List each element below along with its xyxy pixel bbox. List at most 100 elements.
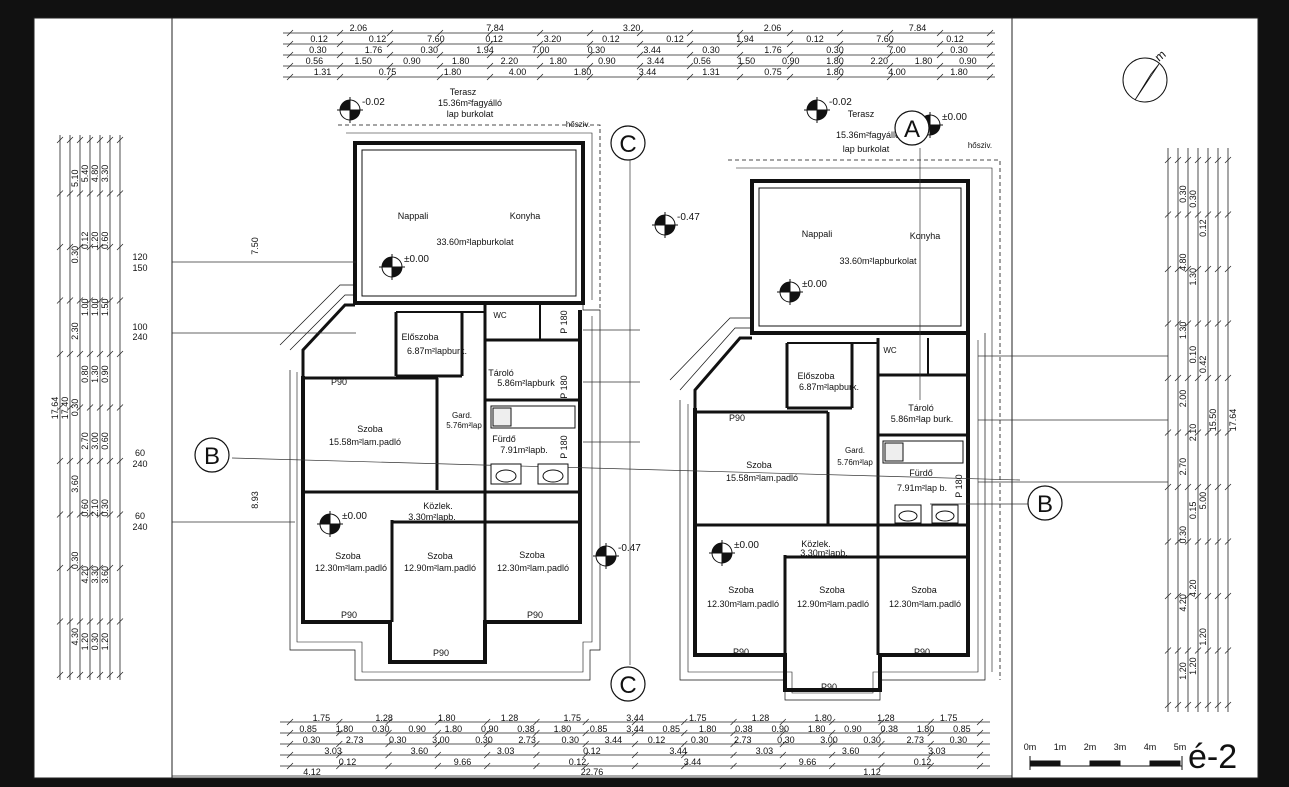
dimension-tick bbox=[56, 511, 64, 518]
opening-label: P 180 bbox=[559, 375, 569, 398]
bottom-dim-label: 1.80 bbox=[445, 724, 463, 734]
bottom-dim-label: 1.80 bbox=[438, 713, 456, 723]
dimension-tick bbox=[56, 618, 64, 625]
bottom-dim-label: 0.12 bbox=[569, 757, 587, 767]
dimension-tick bbox=[1184, 156, 1192, 164]
section-marker-C: C bbox=[610, 666, 646, 702]
dimension-tick bbox=[786, 40, 794, 48]
dimension-tick bbox=[1174, 265, 1182, 273]
dimension-tick bbox=[86, 297, 94, 304]
bottom-dim-label: 0.38 bbox=[517, 724, 535, 734]
dimension-tick bbox=[533, 762, 540, 770]
dimension-tick bbox=[631, 762, 639, 770]
dimension-tick bbox=[386, 29, 394, 37]
dimension-tick bbox=[779, 762, 787, 770]
dimension-tick bbox=[86, 618, 94, 625]
bottom-dim-label: 3.60 bbox=[842, 746, 860, 756]
right-dim-label: 5.00 bbox=[1198, 492, 1208, 510]
dimension-tick bbox=[66, 457, 74, 465]
right-dim-label: 2.70 bbox=[1178, 458, 1188, 476]
left-dim-label: 3.60 bbox=[100, 566, 110, 584]
dimension-tick bbox=[828, 762, 836, 770]
bottom-dim-label: 3.44 bbox=[605, 735, 623, 745]
dimension-tick bbox=[66, 618, 74, 625]
top-dim-label: 0.12 bbox=[946, 34, 964, 44]
room-label-szoba1: Szoba bbox=[357, 424, 383, 434]
dimension-tick bbox=[636, 40, 644, 48]
bottom-dim-label: 3.44 bbox=[626, 724, 644, 734]
door-dim-label: 150 bbox=[132, 263, 147, 273]
top-dim-label: 1.80 bbox=[574, 67, 592, 77]
top-dim-label: 1.31 bbox=[314, 67, 332, 77]
room-label-taro_area: 5.86m²lapburk bbox=[497, 378, 555, 388]
dimension-tick bbox=[836, 62, 844, 70]
top-dim-label: 2.20 bbox=[501, 56, 519, 66]
dimension-tick bbox=[730, 740, 737, 748]
bottom-dim-label: 3.00 bbox=[432, 735, 450, 745]
dimension-tick bbox=[1164, 592, 1172, 600]
bottom-dim-label: 9.66 bbox=[799, 757, 817, 767]
dimension-tick bbox=[486, 40, 494, 48]
dimension-tick bbox=[106, 457, 114, 465]
bottom-dim-label: 3.44 bbox=[669, 746, 687, 756]
dimension-tick bbox=[286, 762, 294, 770]
left-dim-label: 4.20 bbox=[80, 566, 90, 584]
dimension-tick bbox=[582, 762, 589, 770]
dimension-tick bbox=[1214, 592, 1222, 600]
top-dim-label: 1.80 bbox=[452, 56, 470, 66]
dimension-tick bbox=[1174, 647, 1182, 654]
dimension-tick bbox=[736, 73, 744, 81]
bottom-dim-label: 0.30 bbox=[389, 735, 407, 745]
dimension-tick bbox=[1194, 374, 1202, 382]
dimension-tick bbox=[483, 751, 491, 759]
top-dim-label: 1.76 bbox=[365, 45, 383, 55]
left-level-marker bbox=[337, 97, 363, 123]
room-label-wc: WC bbox=[493, 311, 507, 320]
dimension-tick bbox=[1224, 320, 1232, 327]
dimension-tick bbox=[56, 243, 64, 251]
section-marker-letter: C bbox=[619, 131, 636, 158]
dimension-tick bbox=[730, 762, 737, 770]
top-dim-label: 7.84 bbox=[486, 23, 504, 33]
left-level-marker bbox=[379, 254, 405, 280]
top-dim-label: 1.94 bbox=[736, 34, 754, 44]
dimension-tick bbox=[828, 729, 836, 737]
dimension-tick bbox=[76, 297, 84, 304]
drawing-paper bbox=[34, 18, 1258, 778]
dimension-tick bbox=[56, 404, 64, 411]
dimension-tick bbox=[86, 404, 94, 411]
room-label-terasz_area: 15.36m²fagyálló bbox=[438, 98, 502, 108]
room-label-szoba3: Szoba bbox=[427, 551, 453, 561]
dimension-tick bbox=[533, 729, 540, 737]
top-dim-label: 2.06 bbox=[350, 23, 368, 33]
dimension-tick bbox=[878, 751, 885, 759]
left-level-marker bbox=[317, 511, 343, 537]
dimension-tick bbox=[1214, 483, 1222, 491]
door-dim-label: 240 bbox=[132, 459, 147, 469]
room-label-szoba1_area: 15.58m²lam.padló bbox=[329, 437, 401, 447]
dimension-tick bbox=[1214, 156, 1222, 164]
dimension-tick bbox=[286, 29, 294, 37]
top-dim-label: 7.84 bbox=[909, 23, 927, 33]
bottom-dim-label: 0.30 bbox=[691, 735, 709, 745]
right-dim-label: 15.50 bbox=[1208, 409, 1218, 432]
dimension-tick bbox=[536, 51, 544, 59]
dimension-tick bbox=[76, 243, 84, 251]
dimension-tick bbox=[1174, 483, 1182, 491]
section-marker-letter: B bbox=[1037, 491, 1053, 518]
bottom-dim-label: 1.80 bbox=[808, 724, 826, 734]
dimension-tick bbox=[286, 751, 294, 759]
dimension-tick bbox=[386, 51, 394, 59]
dimension-tick bbox=[106, 243, 114, 251]
top-dim-label: 3.20 bbox=[544, 34, 562, 44]
room-label-kozlek_area: 3.30m²lapb. bbox=[408, 512, 456, 522]
bottom-dim-label: 1.28 bbox=[501, 713, 519, 723]
dimension-tick bbox=[681, 740, 688, 748]
bottom-dim-label: 1.80 bbox=[917, 724, 935, 734]
dimension-tick bbox=[1184, 592, 1192, 600]
dimension-tick bbox=[1214, 429, 1222, 436]
dimension-tick bbox=[1224, 647, 1232, 654]
opening-label: P 180 bbox=[559, 435, 569, 458]
